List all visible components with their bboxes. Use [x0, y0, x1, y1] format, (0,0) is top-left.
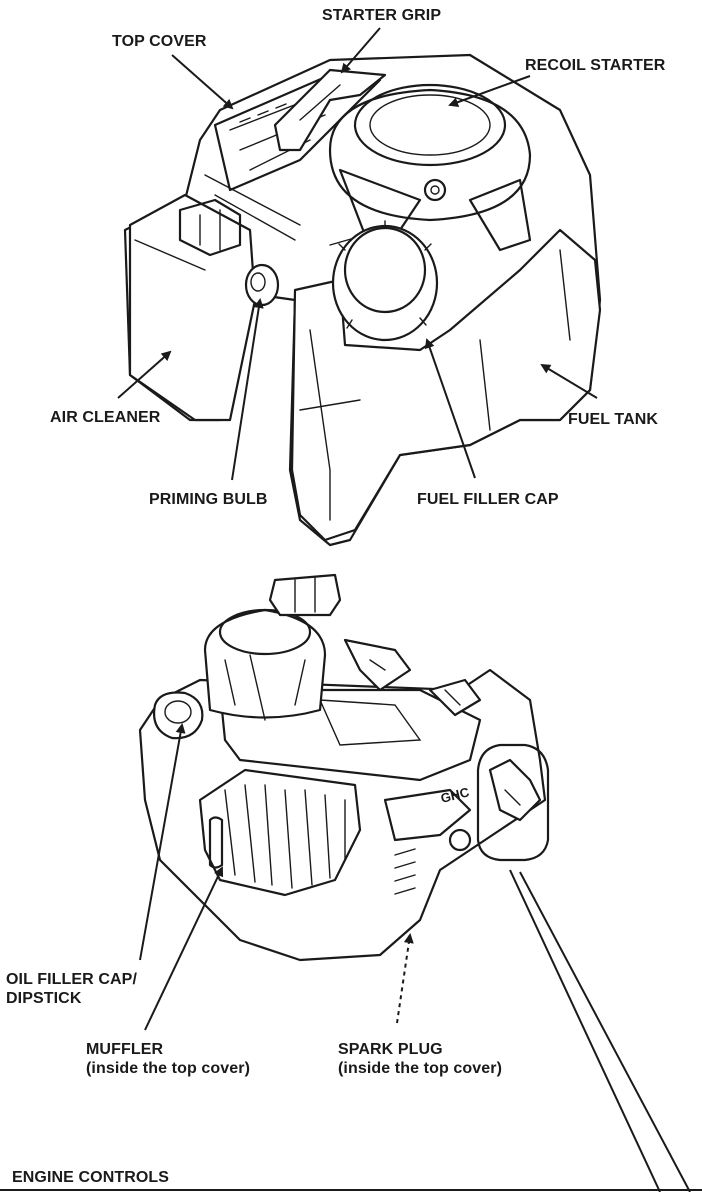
label-spark-plug: SPARK PLUG (inside the top cover): [338, 1040, 502, 1078]
label-top-cover: TOP COVER: [112, 33, 207, 50]
label-fuel-filler-cap: FUEL FILLER CAP: [417, 491, 559, 508]
fuel-tank-leader: [540, 363, 598, 399]
priming-bulb: [244, 263, 280, 307]
starter-grip: [273, 68, 387, 152]
engine-decal: GHC: [439, 784, 471, 806]
air-cleaner-leader: [117, 350, 172, 399]
fuel-filler-cap-leader: [424, 338, 476, 479]
side-vents: [394, 848, 416, 895]
priming-bulb-leader: [231, 298, 264, 481]
oil-filler-cap: [153, 691, 204, 740]
engine-controls-leader-right: [519, 871, 691, 1193]
engine-controls: [428, 678, 550, 862]
label-engine-controls: ENGINE CONTROLS: [12, 1169, 170, 1186]
engine-top-view: [123, 53, 602, 547]
label-fuel-tank: FUEL TANK: [568, 411, 659, 428]
label-muffler-name: MUFFLER: [86, 1041, 164, 1058]
engine-controls-leader-left: [509, 869, 661, 1193]
air-cleaner: [128, 193, 257, 422]
top-cover-leader: [171, 54, 234, 110]
label-muffler: MUFFLER (inside the top cover): [86, 1040, 250, 1078]
recoil-starter-leader: [448, 75, 531, 107]
label-priming-bulb: PRIMING BULB: [149, 491, 268, 508]
label-starter-grip: STARTER GRIP: [322, 7, 442, 24]
label-air-cleaner: AIR CLEANER: [50, 409, 161, 426]
muffler: [198, 768, 362, 897]
muffler-leader: [144, 866, 224, 1031]
fuel-filler-cap: [331, 220, 439, 342]
label-oil-filler-cap: OIL FILLER CAP/ DIPSTICK: [6, 970, 137, 1008]
label-muffler-note: (inside the top cover): [86, 1060, 250, 1077]
spark-plug-leader: [396, 933, 414, 1024]
label-spark-plug-note: (inside the top cover): [338, 1060, 502, 1077]
label-oil-filler-cap-line1: OIL FILLER CAP/: [6, 971, 137, 988]
label-recoil-starter: RECOIL STARTER: [525, 57, 666, 74]
label-oil-filler-cap-line2: DIPSTICK: [6, 990, 82, 1007]
label-spark-plug-name: SPARK PLUG: [338, 1041, 443, 1058]
oil-filler-cap-leader: [139, 723, 186, 961]
engine-front-view: [138, 573, 550, 962]
starter-grip-leader: [340, 27, 381, 74]
fuel-tank: [290, 228, 602, 542]
